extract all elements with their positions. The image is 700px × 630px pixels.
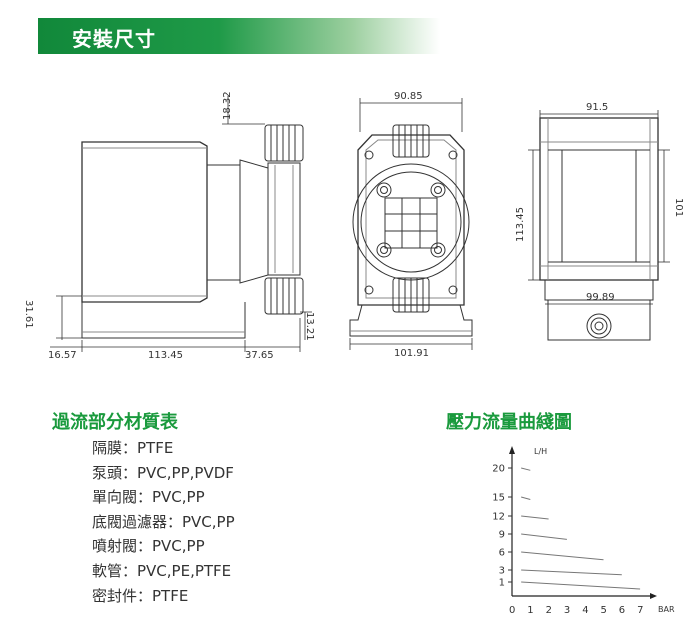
material-item: 單向閥：PVC,PP — [92, 488, 205, 507]
material-item: 隔膜：PTFE — [92, 439, 174, 457]
x-tick-label: 4 — [582, 605, 588, 616]
front-view — [349, 98, 473, 350]
y-tick-label: 3 — [499, 566, 505, 577]
dim-back-right-height: 101 — [673, 198, 684, 217]
x-tick-label: 3 — [564, 605, 570, 616]
dim-side-left-height: 31.61 — [23, 300, 34, 329]
x-tick-label: 0 — [509, 605, 515, 616]
dim-back-base: 99.89 — [586, 292, 615, 303]
material-item: 軟管：PVC,PE,PTFE — [92, 561, 232, 580]
x-axis-arrow — [650, 593, 657, 599]
material-item: 泵頭：PVC,PP,PVDF — [92, 463, 234, 482]
y-tick-label: 1 — [499, 578, 505, 589]
x-unit-label: BAR — [658, 605, 675, 614]
y-tick-label: 20 — [492, 464, 505, 475]
series-line — [521, 533, 567, 540]
y-tick-label: 6 — [499, 548, 505, 559]
y-unit-label: L/H — [534, 447, 547, 456]
series-line — [521, 551, 604, 561]
x-tick-label: 2 — [546, 605, 552, 616]
dim-side-bottom-mid: 113.45 — [148, 350, 183, 361]
dim-front-bottom: 101.91 — [394, 348, 429, 359]
x-tick-label: 6 — [619, 605, 625, 616]
x-tick-label: 5 — [601, 605, 607, 616]
back-view — [528, 110, 670, 341]
material-item: 底閥過濾器：PVC,PP — [92, 512, 235, 531]
material-item: 密封件：PTFE — [92, 586, 189, 605]
dim-back-height: 113.45 — [515, 207, 526, 242]
series-line — [521, 496, 531, 501]
y-axis-arrow — [509, 446, 515, 454]
dim-side-bottom-right: 37.65 — [245, 350, 274, 361]
dim-front-top: 90.85 — [394, 91, 423, 102]
dim-side-top: 18.32 — [222, 91, 233, 120]
x-tick-label: 1 — [527, 605, 533, 616]
series-line — [521, 467, 531, 471]
y-tick-label: 12 — [492, 512, 505, 523]
y-tick-label: 15 — [492, 493, 505, 504]
y-tick-label: 9 — [499, 530, 505, 541]
dim-side-bottom-left: 16.57 — [48, 350, 77, 361]
dim-back-top: 91.5 — [586, 102, 608, 113]
x-tick-label: 7 — [637, 605, 643, 616]
dim-side-right-height: 13.21 — [304, 312, 315, 341]
material-item: 噴射閥：PVC,PP — [92, 537, 205, 556]
series-line — [521, 581, 641, 590]
side-view — [50, 96, 312, 352]
header-title: 安裝尺寸 — [72, 27, 156, 51]
header-bar: 安裝尺寸 — [38, 18, 440, 54]
materials-list: 隔膜：PTFE 泵頭：PVC,PP,PVDF 單向閥：PVC,PP 底閥過濾器：… — [92, 436, 235, 608]
series-line — [521, 515, 549, 520]
materials-title: 過流部分材質表 — [52, 412, 178, 433]
series-line — [521, 569, 622, 576]
chart-title: 壓力流量曲綫圖 — [446, 412, 572, 433]
